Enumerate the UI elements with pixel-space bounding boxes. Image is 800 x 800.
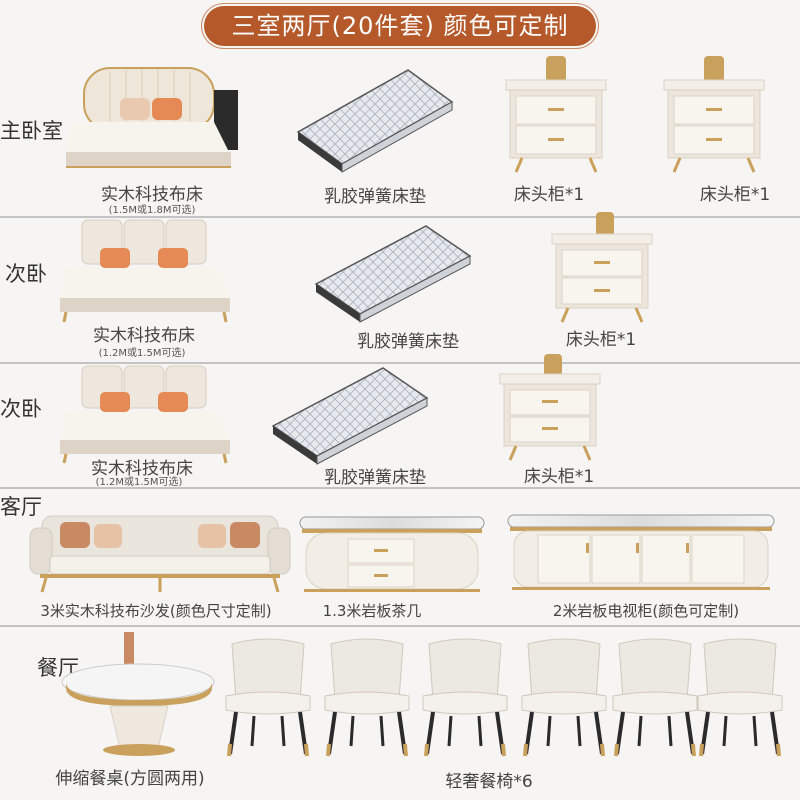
master-nightstand-1-image[interactable]	[502, 54, 612, 174]
room-label-master: 主卧室	[0, 119, 63, 143]
master-bed-label: 实木科技布床	[101, 185, 203, 205]
second-bed-size: (1.2M或1.5M可选)	[98, 348, 186, 359]
master-nightstand-2-label: 床头柜*1	[699, 185, 771, 205]
third-bed-image[interactable]	[60, 364, 240, 464]
second-nightstand-label: 床头柜*1	[565, 330, 637, 350]
third-bed-label: 实木科技布床	[91, 459, 193, 479]
section-divider	[0, 487, 800, 489]
master-mattress-label: 乳胶弹簧床垫	[324, 187, 426, 207]
master-nightstand-1-label: 床头柜*1	[513, 185, 585, 205]
sofa-label: 3米实木科技布沙发(颜色尺寸定制)	[40, 602, 272, 620]
dining-chair-1[interactable]	[218, 638, 318, 758]
master-bed-image[interactable]	[64, 60, 244, 180]
chairs-label: 轻奢餐椅*6	[445, 772, 533, 792]
dining-chair-2[interactable]	[317, 638, 417, 758]
dining-table-image[interactable]	[60, 630, 220, 760]
master-nightstand-2-image[interactable]	[660, 54, 770, 174]
second-mattress-label: 乳胶弹簧床垫	[357, 332, 459, 352]
tv-cabinet-image[interactable]	[506, 513, 776, 593]
dining-chair-4[interactable]	[514, 638, 614, 758]
second-bed-image[interactable]	[60, 218, 240, 323]
master-mattress-image[interactable]	[290, 64, 460, 174]
third-nightstand-image[interactable]	[496, 352, 606, 462]
section-divider	[0, 625, 800, 627]
second-nightstand-image[interactable]	[548, 210, 658, 325]
room-label-third: 次卧	[0, 397, 42, 421]
sofa-image[interactable]	[29, 510, 291, 595]
dining-chair-5[interactable]	[605, 638, 705, 758]
third-mattress-image[interactable]	[265, 364, 435, 465]
third-nightstand-label: 床头柜*1	[523, 467, 595, 487]
dining-table-label: 伸缩餐桌(方圆两用)	[55, 769, 205, 789]
third-bed-size: (1.2M或1.5M可选)	[95, 477, 183, 488]
section-divider	[0, 362, 800, 364]
page-title: 三室两厅(20件套) 颜色可定制	[204, 6, 596, 46]
coffee-table-label: 1.3米岩板茶几	[322, 602, 422, 620]
room-label-second: 次卧	[5, 262, 47, 286]
section-divider	[0, 216, 800, 218]
master-bed-size: (1.5M或1.8M可选)	[108, 205, 196, 216]
third-mattress-label: 乳胶弹簧床垫	[324, 468, 426, 488]
second-bed-label: 实木科技布床	[93, 326, 195, 346]
tv-cabinet-label: 2米岩板电视柜(颜色可定制)	[552, 602, 740, 620]
coffee-table-image[interactable]	[298, 515, 488, 595]
dining-chair-6[interactable]	[690, 638, 790, 758]
dining-chair-3[interactable]	[415, 638, 515, 758]
second-mattress-image[interactable]	[308, 222, 478, 323]
room-label-living: 客厅	[0, 495, 42, 519]
